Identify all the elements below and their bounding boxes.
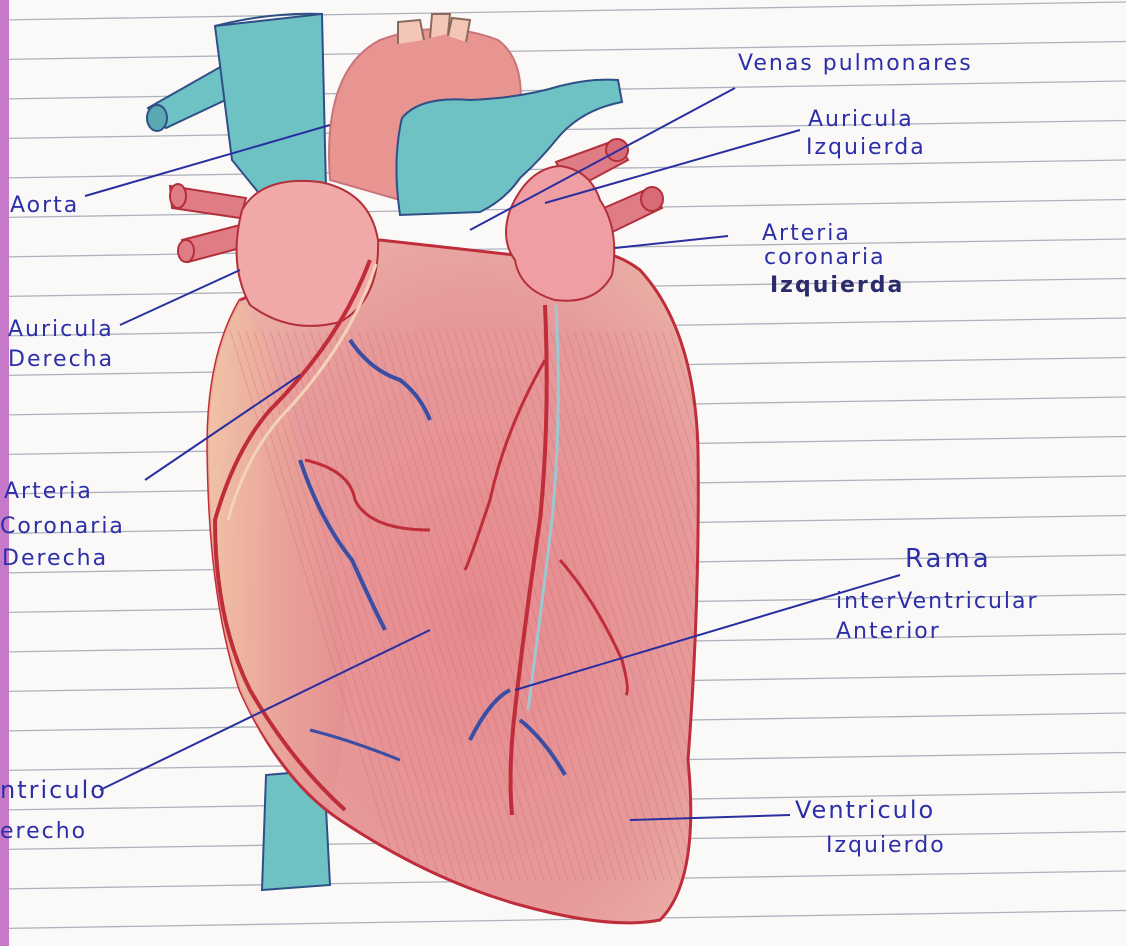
label-aorta: Aorta (10, 194, 79, 217)
label-arteria-coronaria-derecha-line3: Derecha (2, 547, 108, 570)
label-venas-pulmonares: Venas pulmonares (738, 52, 973, 75)
label-arteria-coronaria-izquierda-line2: coronaria (764, 246, 886, 269)
label-rama-line3: Anterior (836, 620, 941, 643)
label-auricula-izquierda-line2: Izquierda (806, 136, 926, 159)
label-arteria-coronaria-derecha-line2: Coronaria (0, 515, 125, 538)
label-ventriculo-derecho-line1: ntriculo (0, 778, 107, 803)
label-auricula-derecha-line2: Derecha (8, 348, 114, 371)
label-auricula-derecha-line1: Auricula (8, 318, 114, 341)
label-arteria-coronaria-derecha-line1: Arteria (4, 480, 93, 503)
label-auricula-izquierda-line1: Auricula (808, 108, 914, 131)
label-ventriculo-derecho-line2: erecho (0, 820, 87, 843)
label-ventriculo-izquierdo-line1: Ventriculo (795, 798, 935, 823)
label-ventriculo-izquierdo-line2: Izquierdo (826, 834, 946, 857)
label-arteria-coronaria-izquierda-line1: Arteria (762, 222, 851, 245)
label-rama-line2: interVentricular (836, 590, 1039, 613)
label-arteria-coronaria-izquierda-line3: Izquierda (770, 274, 904, 297)
margin-line (0, 0, 9, 946)
label-rama-line1: Rama (905, 546, 992, 573)
